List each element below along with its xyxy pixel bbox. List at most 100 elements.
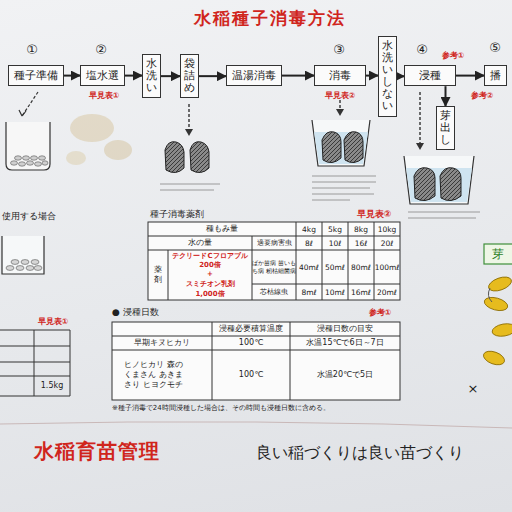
label-text: 早見表①	[89, 91, 120, 101]
label-text: 8ℓ	[305, 239, 313, 248]
label-box: 芯枯線虫	[252, 284, 296, 300]
label-box: 水稲育苗管理	[34, 436, 174, 466]
leader-arrow	[419, 92, 420, 146]
label-box: 16ℓ	[348, 236, 374, 250]
label-text: +	[207, 270, 213, 278]
label-box: ×	[464, 380, 482, 398]
label-text: ①	[26, 42, 38, 58]
label-text: 早見表②	[325, 91, 356, 101]
step-label: 袋詰め	[184, 58, 195, 94]
label-box: 10mℓ	[322, 284, 348, 300]
label-box: 使用する場合	[2, 210, 74, 222]
label-text: ④	[416, 42, 428, 58]
label-text: ヒノヒカリ 森のくまさん あきまさり ヒヨクモチ	[124, 360, 184, 390]
label-box: 50mℓ	[322, 250, 348, 284]
paper-stain	[70, 114, 114, 142]
table-grid	[148, 222, 400, 300]
label-text: 5kg	[328, 225, 342, 234]
label-box: 16mℓ	[348, 284, 374, 300]
label-box: 参考①	[360, 307, 400, 319]
label-text: 8mℓ	[301, 288, 316, 297]
label-box: 水の量	[148, 236, 252, 250]
label-text: 浸種必要積算温度	[219, 324, 283, 334]
label-text: 浸種日数の目安	[317, 324, 373, 334]
label-text: 8kg	[354, 225, 368, 234]
step-label: 水洗いしない	[382, 40, 393, 113]
vertical-step-box: 袋詰め	[180, 54, 199, 98]
label-text: 10mℓ	[325, 288, 345, 297]
bucket	[404, 156, 474, 204]
label-box: 水温20℃で5日	[290, 350, 400, 400]
label-text: 16mℓ	[351, 288, 371, 297]
seed-bag	[190, 142, 209, 173]
label-text: 100mℓ	[375, 263, 400, 272]
arrow-head	[336, 109, 344, 116]
paper-stain	[104, 140, 132, 160]
seed-pile	[11, 156, 49, 166]
label-text: 40mℓ	[299, 263, 319, 272]
diagram-title: 水稲種子消毒方法	[170, 7, 370, 30]
label-text: 使用する場合	[2, 211, 56, 222]
flow-connector	[64, 75, 80, 77]
label-box: 薬剤	[148, 250, 168, 300]
label-box: テクリードCフロアブル	[168, 251, 252, 261]
label-box: 80mℓ	[348, 250, 374, 284]
label-text: 種子消毒薬剤	[150, 209, 204, 220]
label-text: 4kg	[302, 225, 316, 234]
label-box: 40mℓ	[296, 250, 322, 284]
label-text: 1,000倍	[195, 290, 224, 298]
label-text: 水温20℃で5日	[317, 370, 373, 380]
label-box: 種子消毒薬剤	[150, 208, 234, 220]
label-box: +	[168, 270, 252, 279]
water	[314, 132, 368, 164]
label-box: 適要病害虫	[252, 236, 296, 250]
label-box: 10kg	[374, 222, 400, 236]
label-box: 1,000倍	[168, 289, 252, 299]
label-box: 早期キヌヒカリ	[112, 336, 212, 350]
label-text: テクリードCフロアブル	[172, 252, 247, 260]
label-box: ②	[93, 42, 109, 58]
label-text: 良い稲づくりは良い苗づくり	[256, 443, 464, 462]
paper-stain	[66, 151, 86, 165]
label-box: 8ℓ	[296, 236, 322, 250]
vertical-step-box: 水洗いしない	[378, 36, 397, 117]
seed-bag	[414, 168, 435, 201]
label-text: ⑤	[489, 40, 501, 56]
process-box: 播	[484, 65, 507, 86]
table-grid	[0, 330, 70, 396]
bucket	[312, 120, 370, 166]
label-text: 芯枯線虫	[260, 288, 288, 296]
label-text: 16ℓ	[355, 239, 368, 248]
label-text: ③	[333, 42, 345, 58]
step-label: 種子準備	[14, 69, 58, 82]
water	[406, 168, 472, 202]
arrow-head	[416, 143, 424, 150]
heading-box	[484, 244, 512, 264]
label-box: ● 浸種日数	[112, 306, 202, 319]
container	[2, 236, 44, 274]
label-box: 芽	[486, 246, 510, 262]
flow-connector	[161, 75, 180, 77]
label-text: 1.5kg	[41, 381, 63, 391]
label-box: 4kg	[296, 222, 322, 236]
label-box: 100℃	[212, 336, 290, 350]
label-text: 80mℓ	[351, 263, 371, 272]
label-box: ⑤	[487, 40, 503, 56]
fine-print	[408, 212, 480, 218]
label-text: 10kg	[378, 225, 397, 234]
step-label: 温湯消毒	[232, 69, 276, 82]
label-box: ④	[414, 42, 430, 58]
beaker	[6, 122, 50, 170]
label-box: 100mℓ	[374, 250, 400, 284]
seed-bag	[165, 142, 184, 173]
label-box: 早見表②	[312, 90, 368, 101]
step-label: 芽出し	[440, 110, 451, 146]
label-text: 100℃	[239, 370, 263, 380]
label-text: ばか苗病 苗いもち病 籾枯細菌病	[252, 259, 296, 274]
sprout	[488, 288, 492, 302]
label-box: 1.5kg	[36, 378, 68, 394]
label-box: ③	[331, 42, 347, 58]
label-text: ②	[95, 42, 107, 58]
label-box: 早見表①	[28, 316, 78, 327]
